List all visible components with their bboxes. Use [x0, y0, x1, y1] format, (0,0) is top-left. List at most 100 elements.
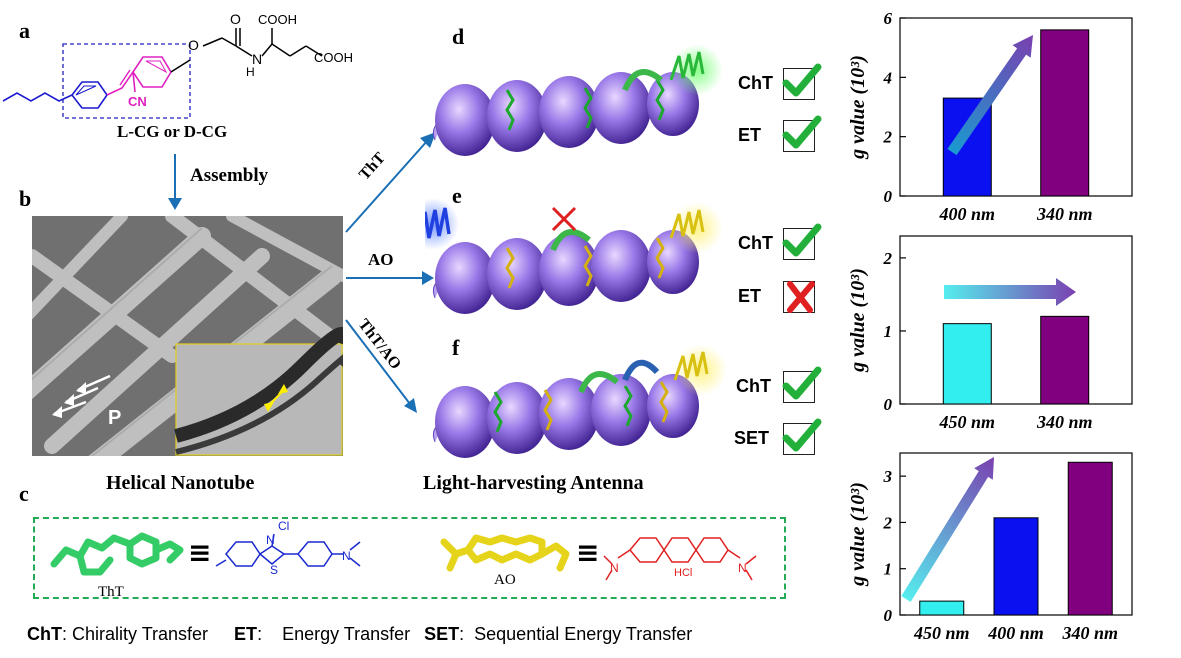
y-tick-label: 2	[883, 249, 893, 268]
y-tick-label: 4	[883, 68, 893, 87]
helical-nanotube-caption: Helical Nanotube	[106, 472, 255, 494]
x-tick-label: 400 nm	[987, 623, 1044, 643]
carbonyl-oxygen: O	[230, 11, 241, 27]
molecule-structure: O O N H COOH COOH CN	[2, 11, 353, 119]
x-tick-label: 340 nm	[1061, 623, 1118, 643]
light-harvesting-caption: Light-harvesting Antenna	[423, 472, 644, 494]
cyano-group: CN	[128, 94, 147, 109]
y-tick-label: 1	[884, 322, 893, 341]
trend-arrow	[947, 35, 1033, 156]
check-box	[782, 418, 822, 455]
x-tick-label: 450 nm	[913, 623, 970, 643]
dye-structures: ThT ≡ N Cl S N AO ≡ N HCl N	[50, 520, 757, 600]
check-icon	[782, 115, 822, 149]
helix-d	[432, 44, 723, 156]
molecule-name: L-CG or D-CG	[117, 122, 228, 141]
tht-amine-n: N	[342, 549, 351, 563]
panel-label-f: f	[452, 335, 460, 360]
check-label: ChT	[738, 233, 773, 253]
sem-image: P	[32, 216, 343, 456]
x-tick-label: 450 nm	[939, 412, 996, 432]
tht-equiv: ≡	[188, 536, 211, 569]
check-box	[782, 115, 822, 152]
legend-cht-text: : Chirality Transfer	[62, 624, 209, 644]
legend-line: ChT: Chirality Transfer ET: Energy Transf…	[27, 624, 692, 645]
trend-arrow	[901, 456, 995, 602]
trend-arrow	[944, 278, 1076, 306]
tht-chloride: Cl	[278, 520, 289, 533]
y-tick-label: 6	[884, 10, 893, 28]
bar-chart-3: 0 1 2 3 g value (10³) 450 nm 400 nm 340 nm	[847, 452, 1133, 643]
check-label: ChT	[736, 376, 771, 396]
y-axis-label: g value (10³)	[847, 482, 869, 587]
legend-set-abbr: SET	[424, 624, 460, 644]
sem-marker-p: P	[108, 407, 121, 429]
tht-n-plus: N	[266, 533, 275, 547]
y-tick-label: 2	[883, 513, 893, 532]
tht-sulfur: S	[270, 563, 278, 577]
legend-et-abbr: ET	[234, 624, 258, 644]
check-icon	[782, 223, 822, 257]
branch-arrows	[345, 132, 436, 413]
bar-chart-2: 0 1 2 g value (10³) 450 nm 340 nm	[847, 235, 1133, 432]
check-box	[782, 223, 822, 260]
plot-frame	[899, 235, 1133, 405]
bar	[993, 517, 1039, 616]
check-label: ET	[738, 286, 762, 306]
structure-box	[33, 517, 786, 599]
arrow-shape	[944, 278, 1076, 306]
bar	[1040, 29, 1090, 197]
check-label: SET	[734, 428, 770, 448]
check-icon	[782, 418, 822, 452]
amide-hydrogen: H	[246, 65, 255, 79]
y-tick-label: 0	[884, 395, 893, 414]
assembly-label: Assembly	[190, 165, 269, 186]
panel-label-d: d	[452, 24, 465, 49]
x-tick-label: 400 nm	[939, 204, 996, 224]
panel-label-c: c	[19, 481, 29, 506]
bar	[1040, 315, 1090, 405]
check-label: ChT	[738, 73, 773, 93]
helix-f	[432, 344, 727, 458]
tht-label: ThT	[98, 584, 124, 600]
check-box	[782, 63, 822, 100]
amide-nitrogen: N	[252, 51, 262, 67]
arrow-shape	[947, 35, 1033, 156]
y-axis-label: g value (10³)	[847, 268, 869, 373]
bar-chart-1: 0 2 4 6 g value (10³) 400 nm 340 nm	[847, 10, 1133, 224]
legend-et-text: : Energy Transfer	[257, 624, 411, 644]
y-tick-label: 3	[883, 467, 893, 486]
ao-amine-n-right: N	[738, 561, 747, 575]
bar	[919, 600, 965, 616]
cooh-right: COOH	[314, 50, 353, 65]
helix-illustrations	[425, 44, 727, 458]
y-tick-label: 0	[884, 606, 893, 625]
check-box	[783, 281, 815, 313]
check-icon	[782, 63, 822, 97]
panel-label-b: b	[19, 186, 32, 211]
y-axis-label: g value (10³)	[847, 55, 869, 160]
y-tick-label: 1	[884, 560, 893, 579]
legend-cht-abbr: ChT	[27, 624, 62, 644]
x-tick-label: 340 nm	[1036, 412, 1093, 432]
panel-label-a: a	[19, 18, 30, 43]
y-tick-label: 0	[884, 187, 893, 206]
ether-oxygen: O	[188, 37, 199, 53]
x-tick-label: 340 nm	[1036, 204, 1093, 224]
assembly-arrow	[168, 154, 182, 210]
plot-frame	[899, 17, 1133, 197]
cross-icon	[787, 281, 815, 313]
ao-hcl: HCl	[674, 567, 692, 579]
check-icon	[782, 366, 822, 400]
ao-arrow-label: AO	[368, 250, 394, 269]
ao-label: AO	[494, 572, 516, 588]
ao-equiv: ≡	[576, 536, 599, 569]
panel-label-e: e	[452, 183, 462, 208]
cooh-top: COOH	[258, 12, 297, 27]
bar	[1067, 461, 1113, 616]
helix-e	[425, 198, 723, 314]
arrow-shape	[901, 456, 995, 602]
y-tick-label: 2	[883, 128, 893, 147]
legend-set-text: : Sequential Energy Transfer	[459, 624, 693, 644]
bar	[942, 323, 992, 405]
